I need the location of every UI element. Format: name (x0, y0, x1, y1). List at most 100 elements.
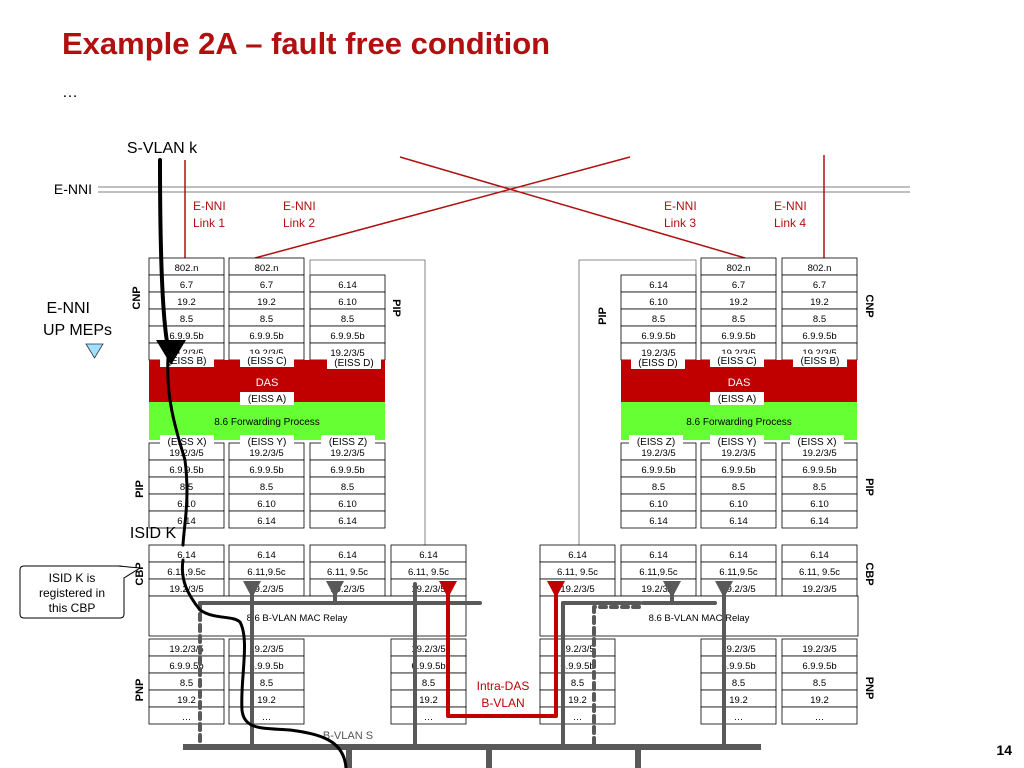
link-label: Link 1 (193, 216, 225, 230)
cnp-stack-label: 19.2 (177, 297, 196, 308)
bvlan-path (592, 605, 645, 746)
cnp-stack-label: 8.5 (813, 314, 826, 325)
meps-label: E-NNI (46, 300, 90, 317)
cbp-stack-label: 6.14 (338, 550, 357, 561)
cnp-stack-label: 6.9.9.5b (249, 331, 283, 342)
pip-stack-label: 19.2/3/5 (641, 348, 675, 359)
cnp-stack-label: 19.2/3/5 (169, 348, 203, 359)
cnp-stack-label: 6.7 (813, 280, 826, 291)
cbp-stack-label: 6.11, 9.5c (408, 567, 449, 578)
pip-stack-label: 6.14 (338, 280, 357, 291)
pip-lower-stack-label: 6.9.9.5b (330, 465, 364, 476)
cnp-stack-label: 802.n (727, 263, 751, 274)
cbp-stack-label: 6.11,9.5c (167, 567, 206, 578)
cbp-stack-label: 6.11,9.5c (719, 567, 758, 578)
cnp-stack-label: 8.5 (180, 314, 193, 325)
pip-lower-stack-label: 19.2/3/5 (802, 448, 836, 459)
eiss-bg (240, 354, 294, 367)
pnp-stack-label: 19.2 (810, 695, 829, 706)
pnp-stack-label: 8.5 (422, 678, 435, 689)
pnp-stack-label: 6.9.9.5b (802, 661, 836, 672)
pnp-stack-label: 19.2 (729, 695, 748, 706)
slide-subtitle: … (62, 84, 78, 101)
eiss-label: (EISS C) (247, 356, 286, 367)
callout-text: ISID K is (49, 571, 96, 585)
forwarding-label: 8.6 Forwarding Process (214, 417, 320, 428)
pnp-stack-label: 19.2/3/5 (721, 644, 755, 655)
callout-text: this CBP (49, 601, 96, 615)
pip-connector (309, 259, 426, 546)
cnp-stack-label: 8.5 (260, 314, 273, 325)
eiss-label: (EISS Z) (637, 437, 675, 448)
pnp-stack-cell (148, 706, 225, 725)
cnp-stack-label: 19.2/3/5 (802, 348, 836, 359)
eiss-label: (EISS X) (798, 437, 837, 448)
cbp-stack-label: 19.2/3/5 (249, 584, 283, 595)
bvlan-bus (183, 744, 761, 750)
pip-lower-stack-label: 6.10 (338, 499, 357, 510)
cbp-stack-label: 19.2/3/5 (641, 584, 675, 595)
link2-line (254, 156, 631, 259)
pip-connector (578, 259, 697, 546)
forwarding-band (621, 402, 857, 440)
pip-lower-stack-label: 8.5 (813, 482, 826, 493)
bvlan-label: B-VLAN S (323, 730, 373, 742)
eiss-bg (240, 392, 294, 405)
mep-triangle-icon (85, 343, 104, 359)
cbp-stack-label: 6.14 (177, 550, 196, 561)
pip-stack-label: 6.10 (649, 297, 668, 308)
eiss-label: (EISS X) (168, 437, 207, 448)
isid-label: ISID K (130, 525, 177, 542)
eiss-label: (EISS Z) (329, 437, 367, 448)
cbp-side-label: CBP (863, 562, 875, 585)
pip-lower-stack-label: 6.10 (257, 499, 276, 510)
pnp-stack-label: … (815, 712, 825, 723)
pnp-stack-cell (781, 706, 858, 725)
callout-box (19, 565, 125, 619)
pip-stack-label: 8.5 (652, 314, 665, 325)
cnp-stack-label: 19.2/3/5 (721, 348, 755, 359)
pip-lower-stack-label: 8.5 (341, 482, 354, 493)
cbp-stack-label: 6.14 (257, 550, 276, 561)
cnp-stack-label: 19.2 (810, 297, 829, 308)
cnp-side-label: CNP (863, 294, 875, 317)
link-label: E-NNI (774, 199, 807, 213)
cnp-stack-label: 802.n (255, 263, 279, 274)
pnp-stack-label: 8.5 (571, 678, 584, 689)
pip-lower-stack-cell (781, 510, 858, 529)
pip-lower-stack-cell (700, 510, 777, 529)
eiss-bg (793, 354, 847, 367)
eiss-label: (EISS A) (248, 394, 286, 405)
cbp-stack-label: 6.11, 9.5c (799, 567, 840, 578)
cbp-stack-label: 19.2/3/5 (721, 584, 755, 595)
cnp-stack-label: 19.2 (257, 297, 276, 308)
pip-stack-label: 6.10 (338, 297, 357, 308)
pnp-stack-cell (228, 706, 305, 725)
link-label: Link 4 (774, 216, 806, 230)
eiss-bg (321, 435, 375, 448)
callout-text: registered in (39, 586, 105, 600)
cbp-stack-label: 6.14 (810, 550, 829, 561)
pnp-stack-label: 6.9.9.5b (249, 661, 283, 672)
pip-stack-label: 6.9.9.5b (641, 331, 675, 342)
relay-label: 8.6 B-VLAN MAC Relay (649, 613, 750, 624)
pip-side-label: PIP (597, 307, 609, 325)
eiss-bg (240, 435, 294, 448)
eiss-bg (710, 354, 764, 367)
pnp-stack-label: … (573, 712, 583, 723)
pnp-stack-label: … (734, 712, 744, 723)
bvlan-arrow (715, 581, 733, 598)
pip-lower-stack-cell (228, 510, 305, 529)
pnp-stack-label: 6.9.9.5b (169, 661, 203, 672)
eiss-label: (EISS A) (718, 394, 756, 405)
pip-lower-stack-label: 19.2/3/5 (330, 448, 364, 459)
pip-side-label: PIP (390, 299, 402, 317)
eiss-bg (631, 356, 685, 369)
pip-lower-stack-label: 6.10 (649, 499, 668, 510)
forwarding-band (149, 402, 385, 440)
cnp-stack-label: 19.2/3/5 (249, 348, 283, 359)
pnp-stack-label: 19.2/3/5 (249, 644, 283, 655)
pnp-stack-label: … (424, 712, 434, 723)
meps-label: UP MEPs (43, 322, 112, 339)
